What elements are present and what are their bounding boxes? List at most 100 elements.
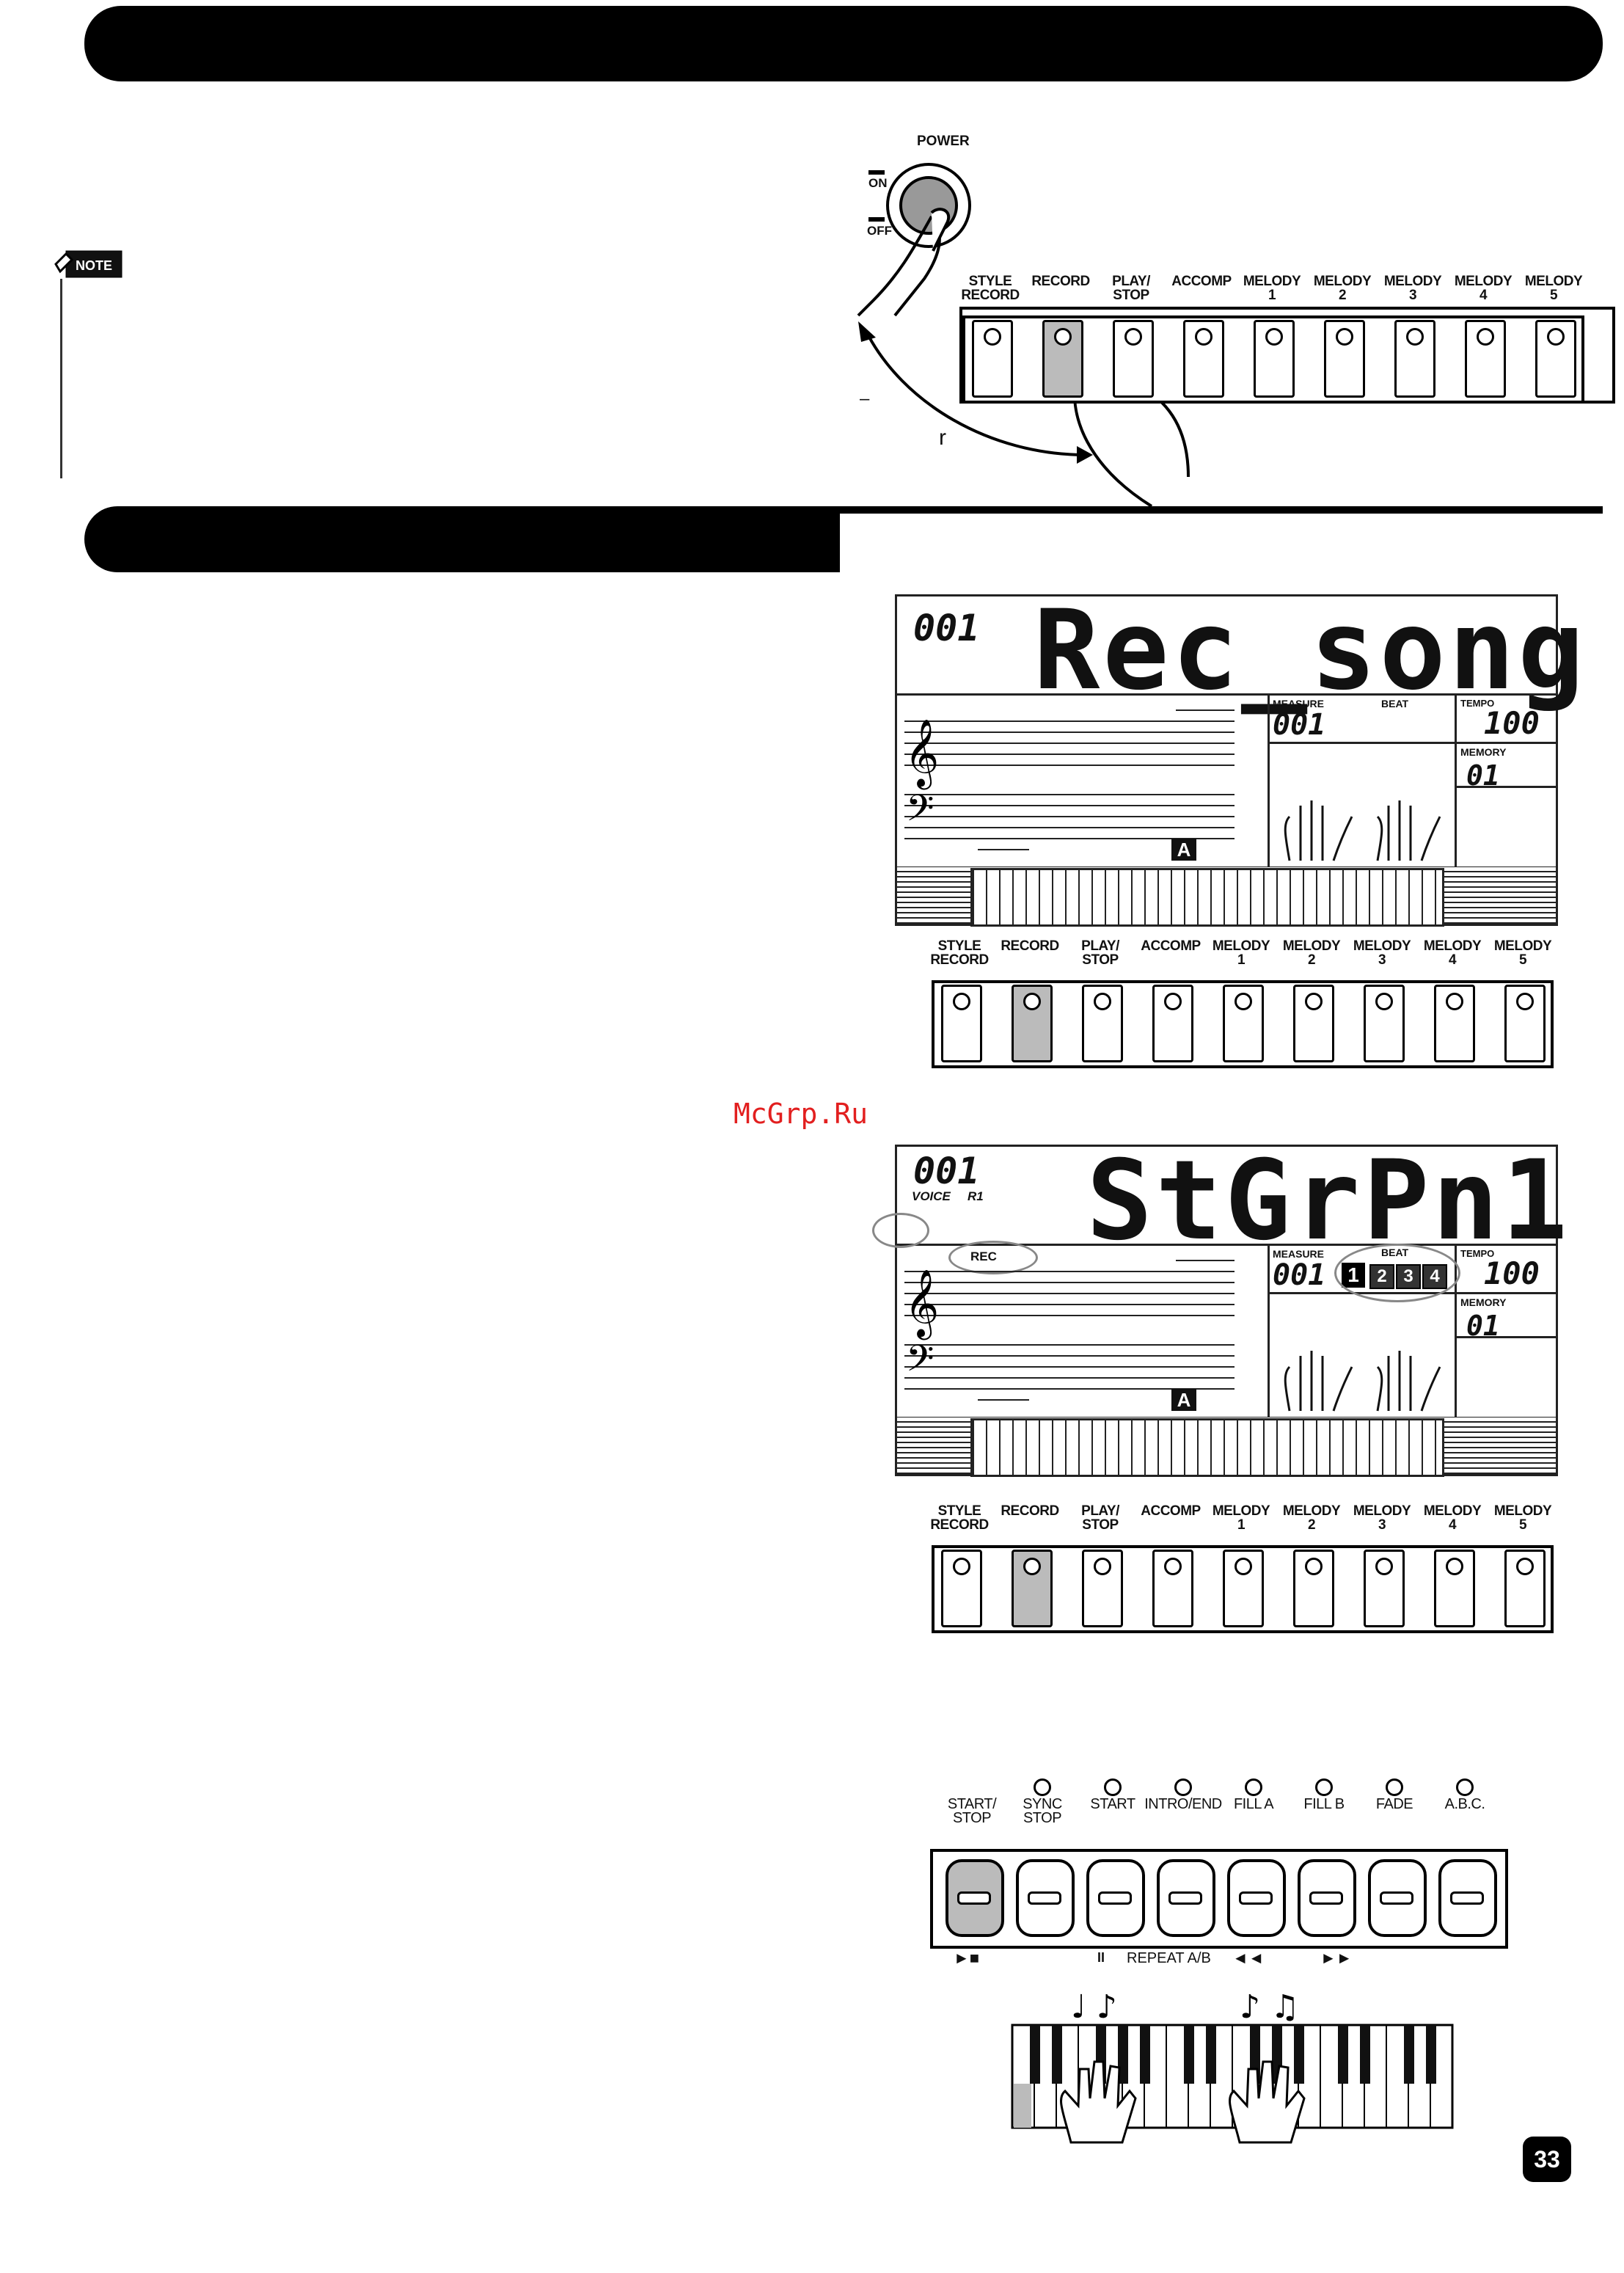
button-label: MELODY 5: [1493, 938, 1552, 968]
panel-button[interactable]: [1012, 985, 1053, 1062]
on-label: ON: [868, 176, 888, 190]
panel-button[interactable]: [941, 985, 982, 1062]
fast-forward-symbol: ►►: [1320, 1949, 1353, 1967]
led-icon: [1516, 993, 1534, 1010]
led-icon: [1477, 328, 1494, 346]
panel-button[interactable]: [1183, 320, 1224, 398]
style-led-icon: [1174, 1778, 1192, 1796]
style-led-icon: [1104, 1778, 1122, 1796]
style-button[interactable]: [1438, 1859, 1497, 1937]
lcd1-keyboard-icon: [970, 868, 1444, 927]
button-label: MELODY 1: [1212, 938, 1270, 968]
pause-symbol: II: [1097, 1950, 1105, 1965]
lcd1-measure-label: MEASURE: [1273, 698, 1325, 709]
speaker-icon: [872, 1213, 929, 1248]
lcd2-tempo-label: TEMPO: [1460, 1248, 1495, 1259]
off-label: OFF: [867, 224, 892, 238]
button-label: RECORD: [1001, 938, 1059, 954]
led-icon: [1235, 1558, 1252, 1575]
power-label: POWER: [917, 134, 970, 149]
led-icon: [1023, 1558, 1041, 1575]
button-label: MELODY 3: [1353, 1503, 1411, 1533]
lcd1-tempo-label: TEMPO: [1460, 698, 1495, 709]
panel-button[interactable]: [1012, 1550, 1053, 1627]
button-label: ACCOMP: [1171, 274, 1232, 289]
lcd2-staff: 𝄞 𝄢: [904, 1260, 1235, 1401]
button-slot: [1380, 1891, 1413, 1905]
style-button[interactable]: [1016, 1859, 1075, 1937]
panel-button[interactable]: [1152, 1550, 1193, 1627]
button-label: MELODY 1: [1243, 274, 1301, 303]
panel-button[interactable]: [1152, 985, 1193, 1062]
style-button[interactable]: [1086, 1859, 1145, 1937]
button-label: MELODY 3: [1383, 274, 1442, 303]
panel-button[interactable]: [1364, 985, 1405, 1062]
panel-button[interactable]: [1434, 1550, 1475, 1627]
lcd2-main-text: StGrPn1: [1086, 1137, 1571, 1265]
panel-button[interactable]: [1293, 1550, 1334, 1627]
led-icon: [1054, 328, 1072, 346]
panel-button[interactable]: [1504, 1550, 1546, 1627]
led-icon: [1375, 993, 1393, 1010]
led-icon: [1235, 993, 1252, 1010]
lcd2-beat-highlight: [1334, 1244, 1460, 1302]
panel-button[interactable]: [1254, 320, 1295, 398]
lcd2-memory-label: MEMORY: [1460, 1296, 1507, 1308]
button-slot: [1309, 1891, 1343, 1905]
style-button[interactable]: [1227, 1859, 1286, 1937]
button-label: ACCOMP: [1141, 1503, 1201, 1519]
panel-button[interactable]: [1223, 985, 1264, 1062]
panel-button[interactable]: [941, 1550, 982, 1627]
panel-button[interactable]: [1223, 1550, 1264, 1627]
panel-button[interactable]: [1113, 320, 1154, 398]
led-icon: [1164, 993, 1182, 1010]
lcd2-measure-label: MEASURE: [1273, 1248, 1325, 1260]
button-label: MELODY 5: [1493, 1503, 1552, 1533]
lcd1-accomp-mark: A: [1171, 839, 1196, 861]
panel-button[interactable]: [1293, 985, 1334, 1062]
panel-button[interactable]: [1394, 320, 1435, 398]
led-icon: [1164, 1558, 1182, 1575]
style-button-label: SYNC STOP: [1023, 1796, 1062, 1826]
led-icon: [1336, 328, 1353, 346]
lcd2-keyboard-icon: [970, 1418, 1444, 1477]
button-label: PLAY/ STOP: [1081, 938, 1119, 968]
lcd2-rec-highlight: [948, 1241, 1038, 1274]
panel-button[interactable]: [972, 320, 1013, 398]
note-icon: NOTE: [53, 248, 125, 280]
panel-button[interactable]: [1504, 985, 1546, 1062]
button-label: PLAY/ STOP: [1081, 1503, 1119, 1533]
led-icon: [953, 1558, 970, 1575]
panel-button[interactable]: [1535, 320, 1576, 398]
style-button[interactable]: [1157, 1859, 1215, 1937]
lcd1-main-text: Rec_song: [1034, 587, 1587, 715]
lcd2-measure-value: 001: [1273, 1258, 1326, 1292]
panel-button[interactable]: [1364, 1550, 1405, 1627]
panel-button[interactable]: [1434, 985, 1475, 1062]
button-label: MELODY 4: [1454, 274, 1513, 303]
treble-clef-icon: 𝄞: [904, 718, 939, 789]
button-label: MELODY 4: [1423, 1503, 1482, 1533]
lcd1-beat-label: BEAT: [1381, 698, 1409, 709]
style-button[interactable]: [1298, 1859, 1356, 1937]
style-button-label: FILL B: [1303, 1796, 1345, 1812]
panel-button[interactable]: [1042, 320, 1083, 398]
style-led-icon: [1034, 1778, 1051, 1796]
style-button[interactable]: [1368, 1859, 1427, 1937]
panel-button[interactable]: [1082, 985, 1123, 1062]
lcd2-hands-icon: [1284, 1351, 1441, 1412]
note-symbol-icon-2: ♪ ♫: [1240, 1988, 1300, 2026]
button-label: MELODY 4: [1423, 938, 1482, 968]
panel-button[interactable]: [1324, 320, 1365, 398]
lcd2-tempo-value: 100: [1484, 1255, 1540, 1291]
style-led-icon: [1386, 1778, 1403, 1796]
style-button[interactable]: [945, 1859, 1004, 1937]
led-icon: [1094, 993, 1111, 1010]
style-led-icon: [1315, 1778, 1333, 1796]
panel-button[interactable]: [1465, 320, 1506, 398]
repeat-ab-label: REPEAT A/B: [1127, 1950, 1211, 1966]
button-label: RECORD: [1001, 1503, 1059, 1519]
panel-button[interactable]: [1082, 1550, 1123, 1627]
